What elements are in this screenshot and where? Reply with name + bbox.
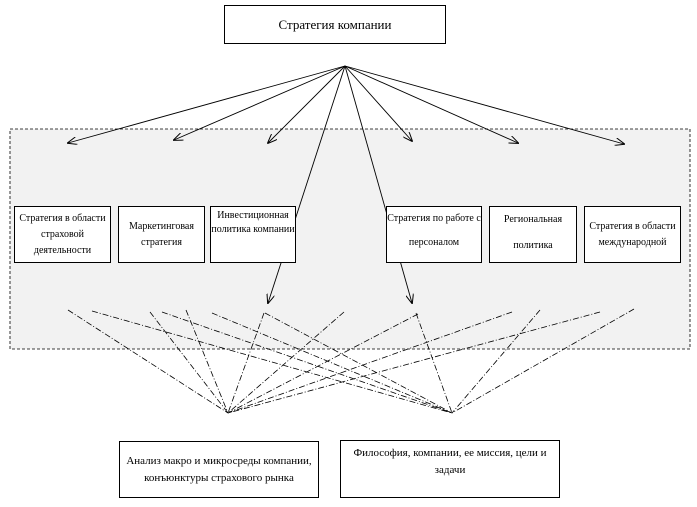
strategy-box-marketing: Маркетинговая стратегия: [118, 206, 205, 263]
strategy-label-international: Стратегия в области международной: [589, 220, 676, 248]
arrow-to-marketing: [174, 65, 346, 140]
arrow-to-insurance: [68, 65, 346, 143]
strategy-box-international: Стратегия в области международной: [584, 206, 681, 263]
strategy-label-personnel: Стратегия по работе с персоналом: [387, 213, 481, 248]
arrow-long-right: [344, 65, 412, 303]
strategy-box-insurance: Стратегия в области страховой деятельнос…: [14, 206, 111, 263]
company-strategy-box: Стратегия компании: [224, 5, 446, 44]
base-links: [67, 308, 635, 414]
strategy-box-regional: Региональная политика: [489, 206, 577, 263]
arrow-to-investment: [268, 65, 346, 143]
arrow-long-left: [268, 65, 346, 303]
base-label-philosophy: Философия, компании, ее миссия, цели и з…: [353, 447, 547, 476]
arrow-to-personnel-upper: [344, 65, 412, 141]
strategy-label-marketing: Маркетинговая стратегия: [129, 220, 194, 248]
strategy-box-personnel: Стратегия по работе с персоналом: [386, 206, 482, 263]
strategy-label-investment: Инвестиционная политика компании: [211, 210, 295, 235]
strategy-label-regional: Региональная политика: [503, 214, 563, 251]
arrow-to-regional: [344, 65, 518, 143]
arrow-to-international: [344, 65, 624, 144]
company-strategy-label: Стратегия компании: [278, 16, 392, 32]
strategy-box-investment: Инвестиционная политика компании: [210, 206, 296, 263]
base-label-analysis: Анализ макро и микросреды компании, конъ…: [126, 454, 312, 484]
strategy-label-insurance: Стратегия в области страховой деятельнос…: [19, 212, 106, 256]
base-box-philosophy: Философия, компании, ее миссия, цели и з…: [340, 440, 560, 498]
base-box-analysis: Анализ макро и микросреды компании, конъ…: [119, 441, 319, 498]
